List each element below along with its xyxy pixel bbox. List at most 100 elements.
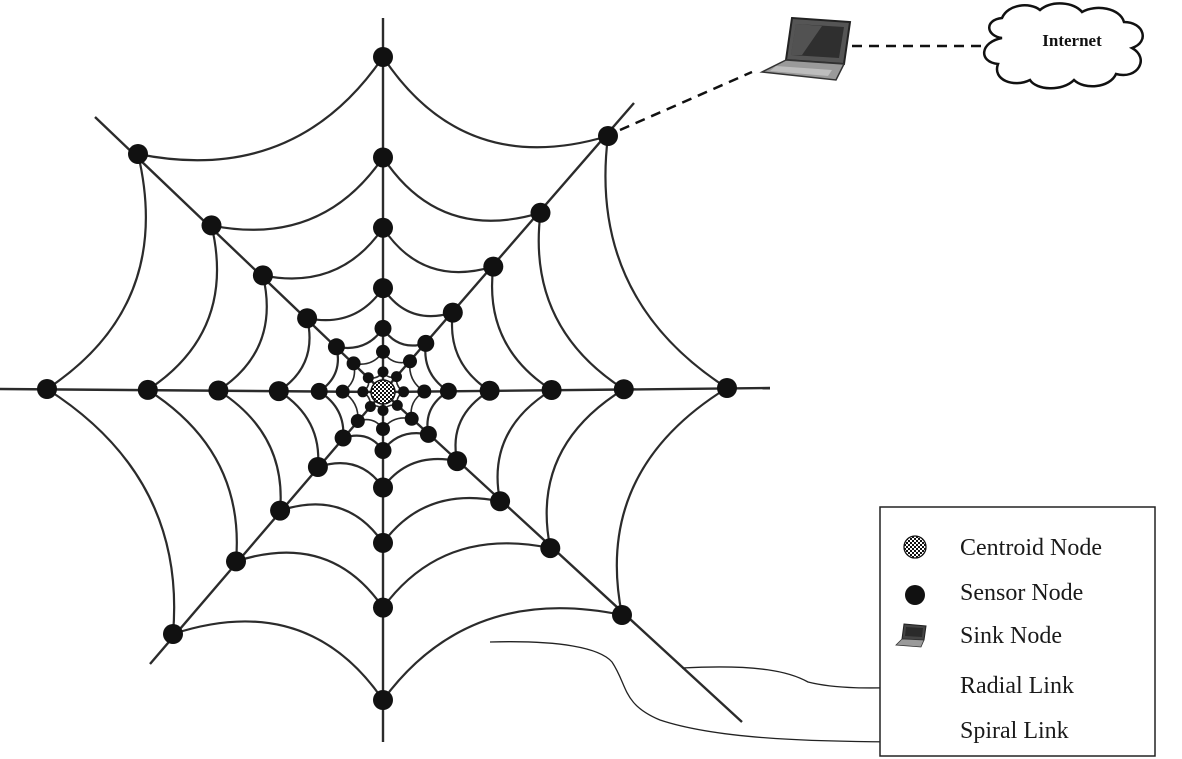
centroid-node	[370, 379, 396, 405]
spiral-link	[278, 390, 320, 468]
internet-label: Internet	[1042, 31, 1102, 50]
sensor-node	[376, 344, 390, 359]
sensor-node	[37, 379, 57, 399]
spiral-link	[278, 317, 311, 393]
sensor-node	[373, 278, 393, 299]
sensor-node	[447, 451, 468, 472]
sensor-node	[307, 457, 328, 477]
sink-to-web-link	[619, 70, 753, 132]
sensor-node	[540, 538, 561, 559]
spiral-link	[382, 227, 494, 274]
spiral-link	[172, 620, 384, 701]
sensor-node	[717, 378, 737, 398]
sensor-node	[613, 379, 634, 400]
legend-label-sink: Sink Node	[960, 623, 1062, 649]
sensor-node	[417, 334, 435, 352]
sensor-node	[252, 265, 273, 286]
sensor-node	[128, 144, 148, 164]
sensor-node	[374, 319, 392, 337]
spiral-link	[147, 388, 238, 562]
spiral-link	[46, 153, 147, 390]
sensor-node	[137, 379, 158, 400]
sensor-node	[391, 371, 402, 383]
sensor-node	[226, 551, 246, 572]
spiral-link	[217, 275, 268, 392]
spiral-link	[306, 287, 384, 322]
sensor-node	[374, 442, 392, 459]
spiral-link-pointer-arrow	[489, 641, 922, 742]
sensor-node	[479, 380, 500, 401]
spiral-link	[147, 225, 219, 391]
sensor-node	[377, 405, 389, 416]
sink-node-laptop-icon	[759, 16, 852, 81]
legend-label-sensor: Sensor Node	[960, 580, 1083, 606]
sensor-node	[490, 491, 511, 512]
sensor-node	[419, 425, 437, 443]
spiral-link	[262, 227, 384, 280]
sensor-node	[442, 302, 463, 323]
spiral-link	[382, 496, 501, 544]
sensor-node	[483, 256, 504, 277]
sensor-node	[373, 477, 393, 498]
sensor-node	[350, 414, 365, 428]
sensor-node	[346, 356, 361, 371]
sensor-node	[403, 354, 417, 369]
sensor-node	[376, 422, 390, 436]
laptop-icon	[895, 623, 927, 648]
sensor-node	[404, 411, 419, 426]
centroid-node-icon	[903, 535, 927, 559]
spiral-link	[382, 56, 609, 149]
spiral-link	[491, 266, 553, 391]
spiral-link	[211, 156, 384, 231]
sensor-node	[201, 215, 222, 236]
spiral-link	[545, 388, 625, 549]
spiral-link	[382, 156, 541, 222]
spiral-link	[496, 389, 553, 502]
spiral-link	[604, 135, 728, 389]
sensor-node	[163, 624, 183, 644]
sensor-node	[362, 372, 374, 384]
sensor-node	[327, 338, 345, 356]
sensor-node	[335, 384, 350, 399]
spiral-link	[137, 56, 384, 162]
sensor-node	[310, 382, 328, 400]
sensor-nodes	[37, 47, 737, 710]
legend: Centroid Node Sensor Node Sink Node Radi…	[879, 506, 1156, 757]
sensor-node	[373, 597, 393, 618]
spiral-link	[537, 212, 625, 391]
spiral-link	[382, 287, 454, 318]
legend-label-spiral: Spiral Link	[960, 718, 1069, 744]
sensor-node	[541, 380, 562, 400]
sensor-node	[364, 401, 376, 412]
sensor-node	[439, 382, 457, 400]
sensor-node	[373, 532, 393, 553]
legend-label-radial: Radial Link	[960, 673, 1074, 699]
spiral-link	[279, 503, 384, 544]
sensor-node	[357, 386, 369, 398]
spiral-link	[235, 551, 384, 609]
internet-cloud	[983, 2, 1144, 90]
sensor-node	[391, 399, 403, 411]
sensor-node	[373, 147, 393, 168]
spider-web	[0, 18, 771, 742]
sensor-node	[398, 386, 410, 398]
sensor-node	[417, 384, 432, 399]
sensor-node	[598, 126, 618, 146]
sensor-node	[270, 500, 291, 521]
sensor-node	[373, 47, 393, 67]
sensor-node	[208, 380, 229, 401]
sensor-node	[612, 605, 632, 625]
spiral-link	[382, 457, 458, 489]
spiral-link	[46, 388, 176, 635]
spiral-link	[382, 607, 623, 701]
sensor-node	[373, 690, 393, 710]
sensor-node-icon	[905, 585, 925, 605]
radial-link	[382, 391, 743, 723]
sensor-node	[268, 381, 289, 402]
spiral-link	[217, 389, 282, 511]
sensor-node	[334, 429, 352, 447]
spiral-link	[454, 389, 491, 462]
spiral-link	[450, 312, 491, 392]
sensor-node	[530, 202, 551, 223]
